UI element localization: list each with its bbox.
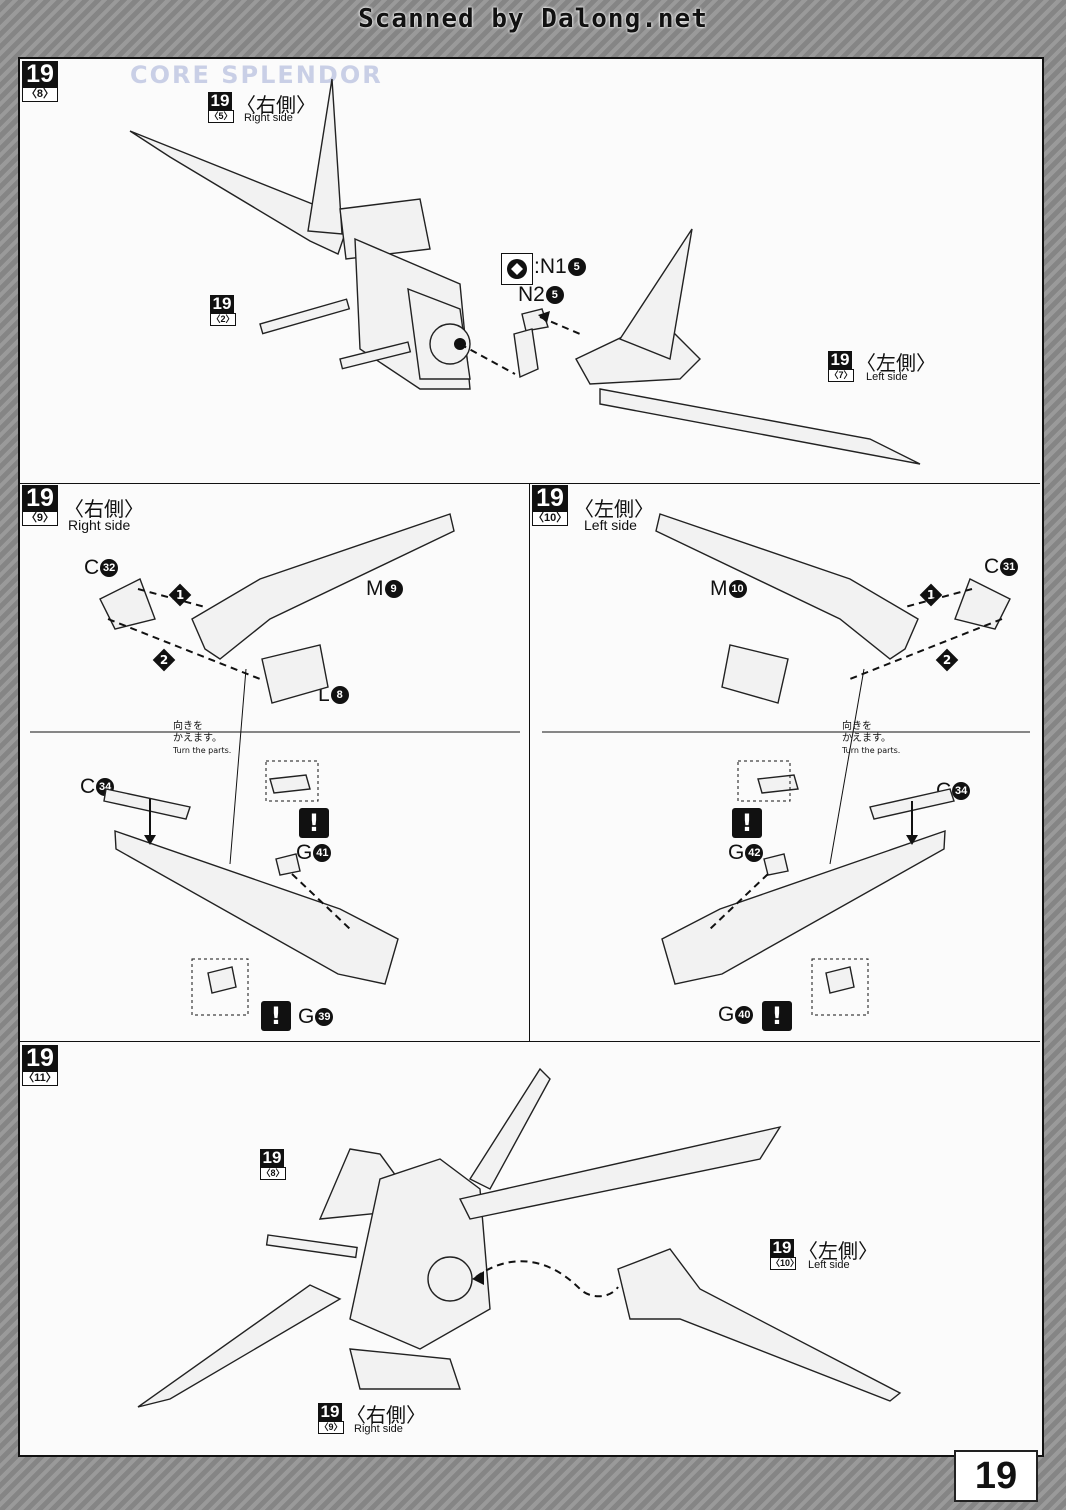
left-side-en-d: Left side — [808, 1259, 850, 1271]
right-side-jp-d: 〈右側〉 — [346, 1403, 426, 1427]
left-side-en: Left side — [866, 371, 908, 383]
right-side-jp-b: 〈右側〉 — [64, 497, 144, 521]
bleed-through-title: CORE SPLENDOR — [130, 61, 383, 89]
ref-badge-mid: 19〈2〉 — [210, 294, 236, 326]
caution-icon-c2: ! — [762, 1001, 792, 1031]
step-badge-c: 19〈10〉 — [532, 484, 568, 526]
caution-icon-b2: ! — [261, 1001, 291, 1031]
left-side-jp-d: 〈左側〉 — [798, 1239, 878, 1263]
caution-icon-c1: ! — [732, 808, 762, 838]
step-badge-b: 19〈9〉 — [22, 485, 58, 526]
scan-watermark: Scanned by Dalong.net — [358, 4, 708, 34]
instruction-page: CORE SPLENDOR 19〈8〉 19〈5〉 〈右側〉 Right sid… — [18, 57, 1044, 1457]
right-side-en-d: Right side — [354, 1423, 403, 1435]
left-side-en-c: Left side — [584, 517, 637, 533]
ref-badge-left-d: 19〈10〉 — [770, 1238, 800, 1270]
cut-sever-icon — [501, 253, 533, 285]
order-marker-2-c: 2 — [935, 648, 959, 672]
panel-step-19-10 — [530, 483, 1040, 1042]
caution-icon-b1: ! — [299, 808, 329, 838]
right-side-jp: 〈右側〉 — [236, 93, 316, 117]
left-side-jp: 〈左側〉 — [856, 351, 936, 375]
ref-badge-right: 19〈5〉 — [208, 91, 234, 123]
turn-parts-note-b: 向きをかえます。Turn the parts. — [173, 721, 232, 755]
right-side-en: Right side — [244, 112, 293, 124]
page-number: 19 — [954, 1450, 1038, 1502]
order-marker-1-b: 1 — [168, 583, 192, 607]
ref-badge-top-d: 19〈8〉 — [260, 1148, 286, 1180]
right-side-en-b: Right side — [68, 517, 131, 533]
order-marker-1-c: 1 — [919, 583, 943, 607]
part-c34-c: C34 — [936, 779, 971, 803]
final-assembly-drawing — [137, 1067, 902, 1408]
ref-badge-left: 19〈7〉 — [828, 350, 854, 382]
panel-step-19-8 — [20, 59, 1040, 484]
core-splendor-wings-drawing — [129, 78, 921, 465]
step-badge-d: 19〈11〉 — [22, 1044, 58, 1086]
left-side-jp-c: 〈左側〉 — [574, 497, 654, 521]
turn-parts-note-c: 向きをかえます。Turn the parts. — [842, 721, 901, 755]
order-marker-2-b: 2 — [152, 648, 176, 672]
right-wing-assembly-drawing — [30, 513, 520, 1016]
panel-step-19-9 — [20, 483, 530, 1042]
ref-badge-right-d: 19〈9〉 — [318, 1402, 344, 1434]
left-wing-assembly-drawing — [542, 513, 1030, 1016]
step-badge-a: 19〈8〉 — [22, 61, 58, 102]
